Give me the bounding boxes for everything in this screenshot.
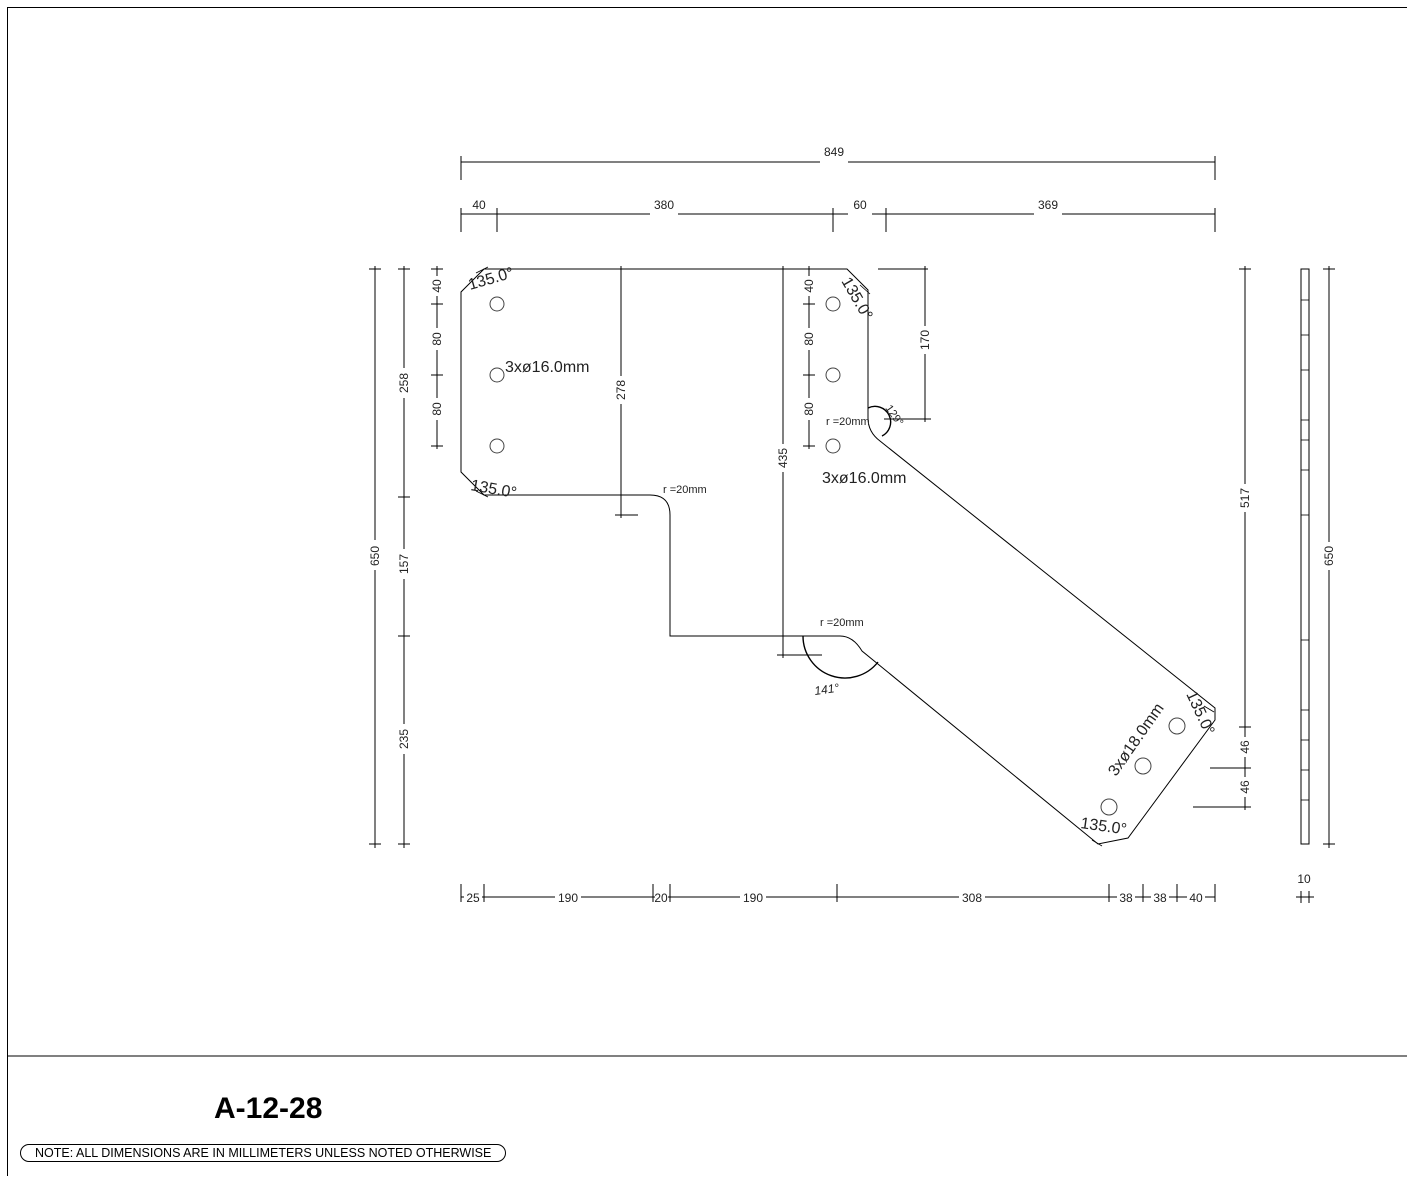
dim-left-650: 650 — [368, 546, 382, 566]
part-outline — [461, 269, 1215, 844]
hole-left-1 — [490, 297, 504, 311]
dim-bottom-190a: 190 — [558, 891, 578, 905]
dim-top-369: 369 — [1038, 198, 1058, 212]
dim-right-46b: 46 — [1238, 780, 1252, 794]
dim-bottom-40: 40 — [1189, 891, 1203, 905]
general-note: NOTE: ALL DIMENSIONS ARE IN MILLIMETERS … — [20, 1144, 506, 1162]
dim-thickness-10: 10 — [1297, 872, 1311, 886]
dim-bottom-25: 25 — [466, 891, 480, 905]
angle-inner-129: 129° — [883, 403, 906, 429]
dim-hole-80a: 80 — [430, 332, 444, 346]
dim-right-46a: 46 — [1238, 740, 1252, 754]
radius-callout-a: r =20mm — [663, 484, 707, 496]
inner-dimensions — [615, 266, 931, 658]
dim-left-235: 235 — [397, 729, 411, 749]
holes-mid-callout: 3xø16.0mm — [822, 470, 906, 487]
dim-bottom-190b: 190 — [743, 891, 763, 905]
angle-bottom-left: 135.0° — [469, 477, 518, 502]
dim-right-517: 517 — [1238, 488, 1252, 508]
dim-inner-435: 435 — [776, 448, 790, 468]
angle-inner-141: 141° — [813, 681, 840, 698]
angle-right: 135.0° — [1182, 689, 1217, 738]
dim-top-380: 380 — [654, 198, 674, 212]
holes-left-callout: 3xø16.0mm — [505, 359, 589, 376]
dim-overall-width: 849 — [824, 145, 844, 159]
hole-left-3 — [490, 439, 504, 453]
angle-top-mid: 135.0° — [838, 275, 876, 324]
dim-bottom-38a: 38 — [1119, 891, 1133, 905]
hole-right-2 — [1135, 758, 1151, 774]
dim-bottom-20: 20 — [654, 891, 668, 905]
hole-mid-3 — [826, 439, 840, 453]
hole-left-2 — [490, 368, 504, 382]
dim-hole-40: 40 — [430, 279, 444, 293]
dim-side-650: 650 — [1322, 546, 1336, 566]
dim-inner-80a: 80 — [802, 332, 816, 346]
dim-left-258: 258 — [397, 373, 411, 393]
holes — [490, 297, 1185, 815]
dim-left-157: 157 — [397, 554, 411, 574]
hole-right-1 — [1169, 718, 1185, 734]
dim-inner-80b: 80 — [802, 402, 816, 416]
dim-top-40: 40 — [472, 198, 486, 212]
dim-hole-80b: 80 — [430, 402, 444, 416]
sheet-frame — [7, 8, 1407, 1177]
side-view — [1296, 266, 1335, 903]
radius-callout-b: r =20mm — [826, 416, 870, 428]
dim-top-60: 60 — [853, 198, 867, 212]
radius-callout-c: r =20mm — [820, 617, 864, 629]
dim-bottom-38b: 38 — [1153, 891, 1167, 905]
dim-notch-170: 170 — [918, 330, 932, 350]
dim-inner-278: 278 — [614, 380, 628, 400]
dim-inner-40: 40 — [802, 279, 816, 293]
hole-mid-2 — [826, 368, 840, 382]
dim-bottom-308: 308 — [962, 891, 982, 905]
hole-right-3 — [1101, 799, 1117, 815]
part-number: A-12-28 — [214, 1092, 322, 1126]
hole-mid-1 — [826, 297, 840, 311]
angle-arcs — [476, 267, 1214, 846]
